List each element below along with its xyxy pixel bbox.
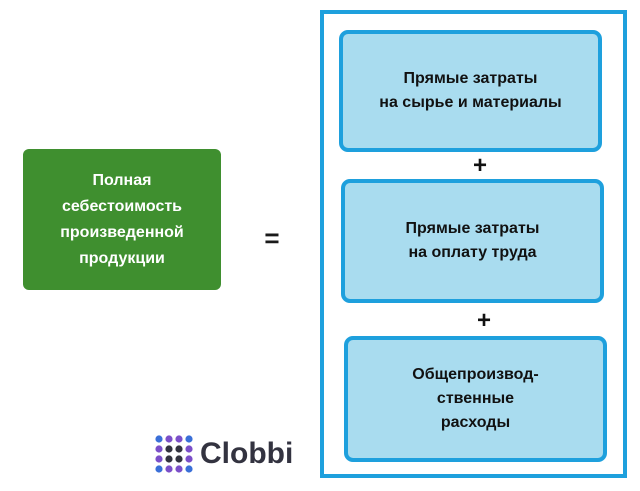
plus-sign-1: + — [472, 152, 487, 179]
logo-dot — [175, 455, 183, 463]
clobbi-logo-icon — [155, 435, 193, 473]
logo-dot — [155, 465, 163, 473]
plus-sign-2: + — [476, 307, 491, 334]
component-box-overhead: Общепроизвод- ственные расходы — [344, 336, 607, 462]
component-label-overhead: Общепроизвод- ственные расходы — [412, 366, 539, 431]
logo-dot — [175, 465, 183, 473]
logo-dot — [185, 465, 193, 473]
logo-dot — [175, 435, 183, 443]
logo-dot — [185, 445, 193, 453]
brand-logo: Clobbi — [154, 434, 293, 474]
logo-dot — [155, 455, 163, 463]
equals-sign: = — [264, 223, 280, 253]
components-frame — [320, 10, 627, 478]
component-label-raw-materials: Прямые затраты на сырье и материалы — [379, 70, 562, 111]
component-box-labor: Прямые затраты на оплату труда — [341, 179, 604, 303]
component-box-raw-materials: Прямые затраты на сырье и материалы — [339, 30, 602, 152]
logo-dot — [165, 445, 173, 453]
logo-dot — [185, 435, 193, 443]
logo-dot — [165, 455, 173, 463]
logo-dot — [155, 445, 163, 453]
logo-dot — [165, 435, 173, 443]
logo-dot — [165, 465, 173, 473]
logo-dot — [185, 455, 193, 463]
total-cost-box: Полная себестоимость произведенной проду… — [23, 149, 221, 290]
logo-dot — [175, 445, 183, 453]
component-label-labor: Прямые затраты на оплату труда — [405, 220, 540, 261]
brand-name: Clobbi — [200, 437, 294, 470]
logo-dot — [155, 435, 163, 443]
total-cost-label: Полная себестоимость произведенной проду… — [60, 171, 184, 267]
